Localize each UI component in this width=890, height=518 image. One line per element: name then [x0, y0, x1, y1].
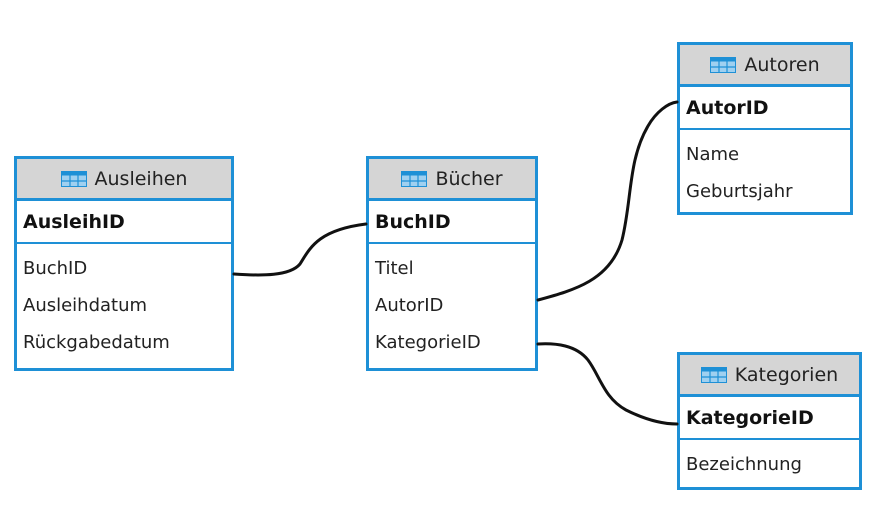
table-icon [60, 170, 87, 187]
table-icon [700, 366, 727, 383]
field-bezeichnung[interactable]: Bezeichnung [686, 454, 802, 475]
field-list-kategorien: Bezeichnung [680, 440, 859, 483]
field-list-ausleihen: BuchID Ausleihdatum Rückgabedatum [17, 244, 231, 361]
primary-key-kategorieid[interactable]: KategorieID [680, 397, 859, 440]
field-geburtsjahr[interactable]: Geburtsjahr [686, 181, 793, 202]
table-ausleihen[interactable]: Ausleihen AusleihID BuchID Ausleihdatum … [14, 156, 234, 371]
table-header-buecher[interactable]: Bücher [369, 159, 535, 201]
field-buchid[interactable]: BuchID [23, 258, 88, 279]
field-titel[interactable]: Titel [375, 258, 414, 279]
field-rueckgabedatum[interactable]: Rückgabedatum [23, 332, 170, 353]
primary-key-autorid[interactable]: AutorID [680, 87, 850, 130]
table-icon [710, 56, 737, 73]
table-title-ausleihen: Ausleihen [94, 167, 188, 190]
table-autoren[interactable]: Autoren AutorID Name Geburtsjahr [677, 42, 853, 215]
field-list-autoren: Name Geburtsjahr [680, 130, 850, 210]
field-autorid[interactable]: AutorID [375, 295, 444, 316]
relationship-buecher-autoren[interactable] [536, 100, 679, 302]
table-buecher[interactable]: Bücher BuchID Titel AutorID KategorieID [366, 156, 538, 371]
table-title-buecher: Bücher [435, 167, 503, 190]
field-name[interactable]: Name [686, 144, 740, 165]
table-title-autoren: Autoren [744, 53, 820, 76]
table-header-ausleihen[interactable]: Ausleihen [17, 159, 231, 201]
primary-key-buchid[interactable]: BuchID [369, 201, 535, 244]
table-header-autoren[interactable]: Autoren [680, 45, 850, 87]
field-ausleihdatum[interactable]: Ausleihdatum [23, 295, 148, 316]
relationship-ausleihen-buecher[interactable] [232, 222, 368, 277]
field-kategorieid[interactable]: KategorieID [375, 332, 481, 353]
table-title-kategorien: Kategorien [734, 363, 839, 386]
table-header-kategorien[interactable]: Kategorien [680, 355, 859, 397]
relationship-buecher-kategorien[interactable] [536, 342, 679, 426]
primary-key-ausleihid[interactable]: AusleihID [17, 201, 231, 244]
table-kategorien[interactable]: Kategorien KategorieID Bezeichnung [677, 352, 862, 490]
field-list-buecher: Titel AutorID KategorieID [369, 244, 535, 361]
table-icon [401, 170, 428, 187]
